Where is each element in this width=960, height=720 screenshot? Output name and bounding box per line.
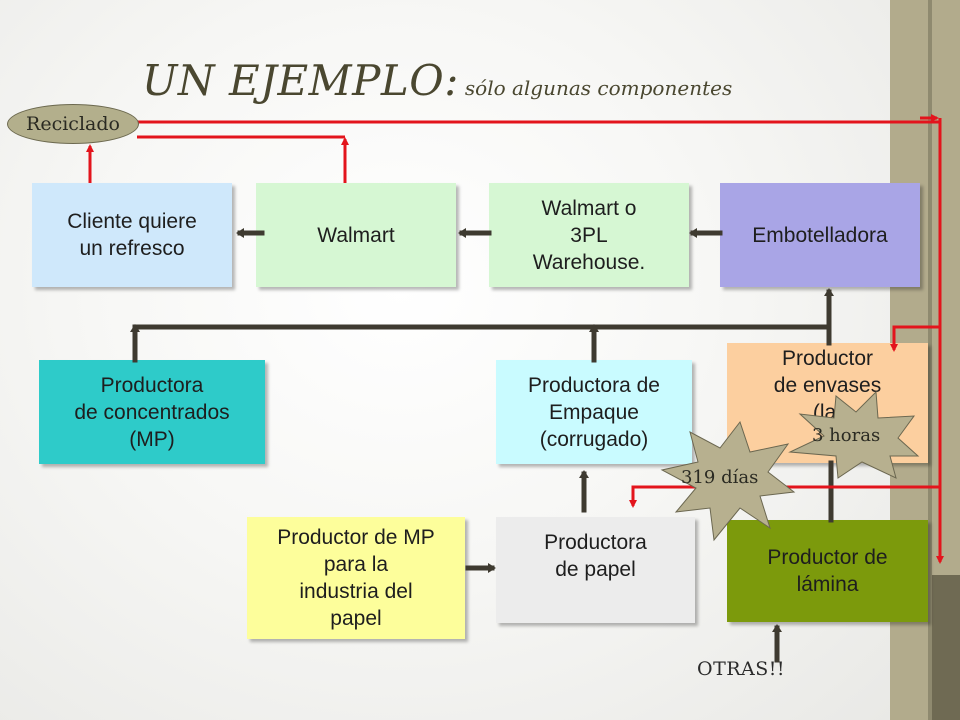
box-concentrados-line: Productora <box>100 373 204 397</box>
box-warehouse-line: Walmart o <box>541 196 637 220</box>
slide-title: UN EJEMPLO:sólo algunas componentes <box>142 56 732 105</box>
arrowhead-warehouse <box>689 228 697 238</box>
box-concentrados: Productora de concentrados (MP) <box>39 360 265 464</box>
box-warehouse: Walmart o 3PL Warehouse. <box>489 183 689 287</box>
box-papel: Productora de papel <box>496 517 695 623</box>
star-319-dias-label: 319 días <box>681 467 759 488</box>
box-mp-papel-line: papel <box>330 607 382 630</box>
box-warehouse-line: Warehouse. <box>532 250 646 274</box>
box-mp-papel-line: Productor de MP <box>277 526 435 549</box>
arrowhead-walmart <box>458 228 466 238</box>
red-arrow-to-empaque <box>629 485 940 508</box>
box-walmart-line: Walmart <box>317 223 395 247</box>
star-3-horas-label: 3 horas <box>812 425 881 446</box>
box-mp-papel: Productor de MP para la industria del pa… <box>247 517 465 639</box>
reciclado-label: Reciclado <box>26 113 120 135</box>
box-concentrados-line: de concentrados <box>74 400 230 424</box>
box-empaque-line: (corrugado) <box>539 427 649 451</box>
star-3-horas <box>788 390 920 479</box>
box-empaque: Productora de Empaque (corrugado) <box>496 360 692 464</box>
arrowhead-empaque-bus <box>589 324 599 332</box>
title-subtitle: sólo algunas componentes <box>464 76 733 100</box>
arrowhead-concentrados <box>130 324 140 332</box>
box-mp-papel-line: industria del <box>299 580 413 603</box>
box-envases-line: Productor <box>781 347 874 370</box>
side-band-line <box>928 0 932 720</box>
box-cliente-line: Cliente quiere <box>67 210 197 233</box>
arrowhead-papel <box>488 563 496 573</box>
box-empaque-line: Productora de <box>528 373 660 397</box>
box-embotelladora-line: Embotelladora <box>752 223 888 247</box>
box-embotelladora: Embotelladora <box>720 183 920 287</box>
box-lamina: Productor de lámina <box>727 520 928 622</box>
reciclado-oval: Reciclado <box>7 104 139 144</box>
box-concentrados-line: (MP) <box>129 427 175 451</box>
box-lamina-line: Productor de <box>767 546 888 569</box>
box-walmart: Walmart <box>256 183 456 287</box>
box-envases-line: de envases <box>773 374 882 397</box>
star-319-dias <box>660 420 796 542</box>
box-cliente-line: un refresco <box>79 237 185 260</box>
arrowhead-cliente <box>236 228 244 238</box>
arrowhead-embotelladora <box>824 288 834 296</box>
box-cliente: Cliente quiere un refresco <box>32 183 232 287</box>
otras-label: OTRAS!! <box>697 658 786 680</box>
box-lamina-line: lámina <box>796 573 859 596</box>
red-arrow-to-envases <box>890 325 940 352</box>
arrowhead-lamina <box>772 624 782 632</box>
box-empaque-line: Empaque <box>549 400 639 424</box>
arrowhead-empaque <box>579 470 589 478</box>
box-mp-papel-line: para la <box>323 553 389 576</box>
side-band-notch <box>932 575 960 720</box>
box-warehouse-line: 3PL <box>570 223 608 247</box>
title-main: UN EJEMPLO: <box>142 56 459 105</box>
box-papel-line: de papel <box>555 558 636 581</box>
box-papel-line: Productora <box>544 531 647 554</box>
